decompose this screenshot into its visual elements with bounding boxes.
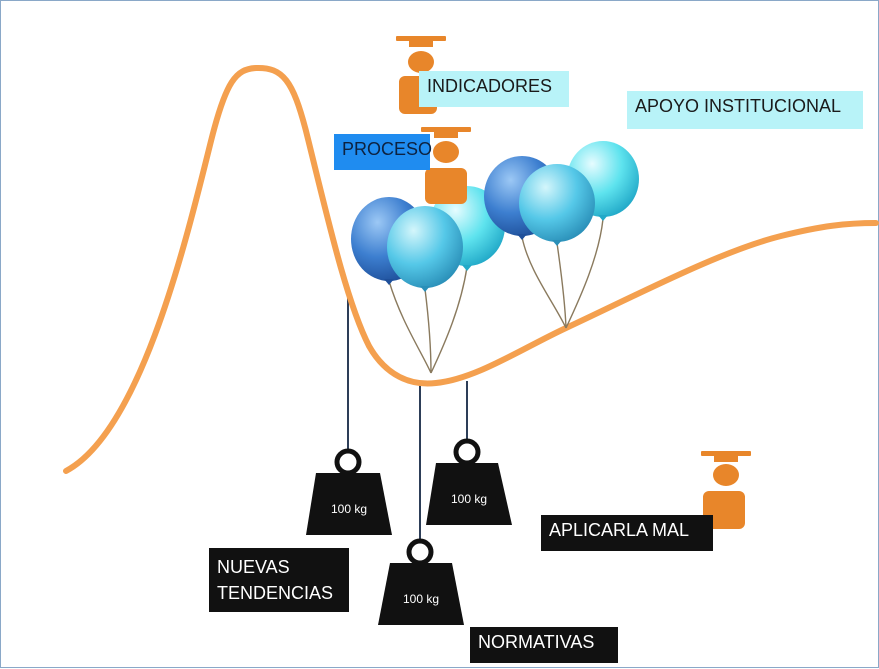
weight-right-label: 100 kg bbox=[451, 492, 487, 506]
balloon bbox=[519, 164, 595, 242]
weight-middle: 100 kg bbox=[378, 538, 464, 625]
balloon-cluster-right bbox=[484, 141, 639, 246]
label-aplicarla-mal: APLICARLA MAL bbox=[541, 515, 713, 551]
person-figure-aplicarla-mal bbox=[701, 451, 751, 529]
weight-left-label: 100 kg bbox=[331, 502, 367, 516]
balloon-knot bbox=[517, 234, 527, 240]
balloon-strings bbox=[388, 218, 604, 374]
label-apoyo-institucional: APOYO INSTITUCIONAL bbox=[627, 91, 863, 129]
label-proceso: PROCESO bbox=[334, 134, 432, 170]
person-figure-proceso bbox=[421, 127, 471, 204]
balloon-cluster-left bbox=[351, 186, 505, 292]
balloon-knot bbox=[552, 240, 562, 246]
weight-middle-label: 100 kg bbox=[403, 592, 439, 606]
weight-left: 100 kg bbox=[306, 448, 392, 535]
label-nuevas-tendencias: NUEVAS TENDENCIAS bbox=[209, 548, 349, 612]
hype-curve bbox=[63, 64, 879, 474]
label-indicadores: INDICADORES bbox=[419, 71, 569, 107]
balloon-knot bbox=[598, 215, 608, 221]
balloon-knot bbox=[420, 286, 430, 292]
balloon-knot bbox=[384, 279, 394, 285]
weight-right: 100 kg bbox=[426, 438, 512, 525]
balloon bbox=[387, 206, 463, 288]
balloon-knot bbox=[462, 265, 472, 271]
label-normativas: NORMATIVAS bbox=[470, 627, 618, 663]
